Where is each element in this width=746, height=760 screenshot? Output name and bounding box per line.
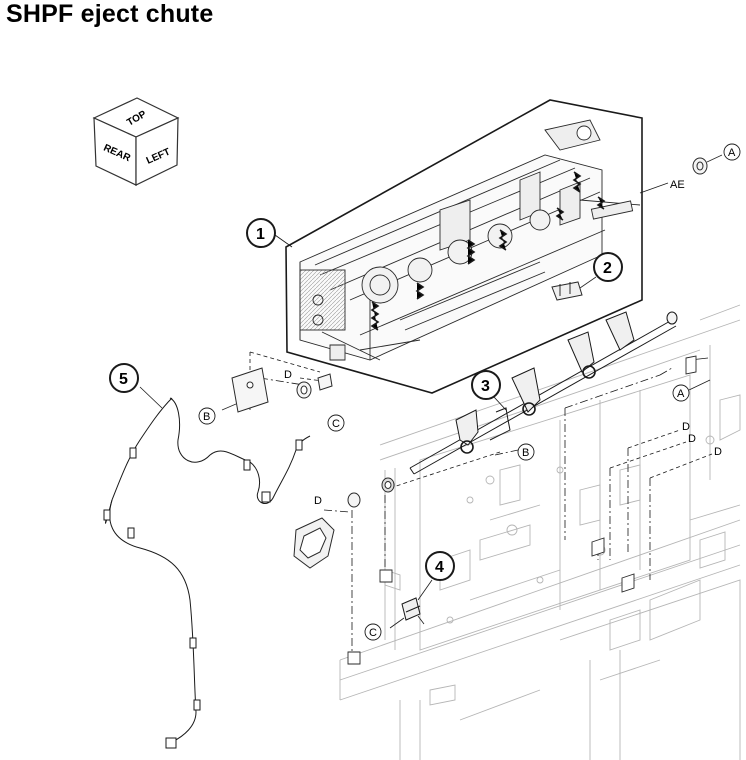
callout-4-label: 4 — [435, 559, 444, 576]
callout-2: 2 — [593, 252, 623, 282]
bracket-left — [221, 367, 333, 413]
leader-lines-dashed — [249, 351, 713, 655]
ref-d-lower-left: D — [314, 495, 322, 507]
callout-1: 1 — [246, 218, 293, 248]
ref-b-left-label: B — [203, 411, 210, 423]
ref-d-right-3: D — [714, 446, 722, 458]
ref-b-mid: B — [517, 443, 535, 461]
ref-d-right-1: D — [682, 421, 690, 433]
orientation-cube: TOP REAR LEFT — [92, 97, 180, 186]
ae-leader: AE — [639, 179, 685, 194]
bushing-top-right — [692, 154, 723, 175]
ref-a-right: A — [672, 379, 711, 402]
assembly-box-outline — [285, 99, 643, 394]
ref-a-top: A — [723, 143, 741, 161]
sensor-item-4 — [389, 579, 433, 629]
ref-label-ae: AE — [670, 179, 685, 191]
callout-4: 4 — [425, 551, 455, 581]
ref-b-left: B — [198, 407, 216, 425]
cable-harness-item-5 — [103, 386, 311, 749]
ref-a-top-label: A — [728, 147, 736, 159]
callout-3: 3 — [471, 370, 507, 411]
ref-c-top: C — [327, 414, 345, 432]
ref-d-upper-left: D — [284, 369, 292, 381]
callout-1-label: 1 — [256, 226, 265, 243]
ref-b-mid-label: B — [522, 447, 529, 459]
frame-clips — [347, 355, 697, 665]
eject-shaft-item-3 — [409, 311, 678, 475]
ref-c-bottom: C — [364, 623, 382, 641]
springs — [370, 171, 606, 331]
callout-2-label: 2 — [603, 260, 612, 277]
handle-part — [293, 517, 335, 569]
callout-5-label: 5 — [119, 371, 128, 388]
bracket-item-2 — [551, 276, 597, 301]
ref-a-right-label: A — [677, 388, 685, 400]
ref-c-top-label: C — [332, 418, 340, 430]
printer-frame-background — [339, 304, 741, 760]
page-title: SHPF eject chute — [6, 0, 214, 28]
callout-5: 5 — [109, 363, 139, 393]
ref-c-bottom-label: C — [369, 627, 377, 639]
bushing-middle — [347, 477, 395, 508]
ref-d-right-2: D — [688, 433, 696, 445]
callout-3-label: 3 — [481, 378, 490, 395]
